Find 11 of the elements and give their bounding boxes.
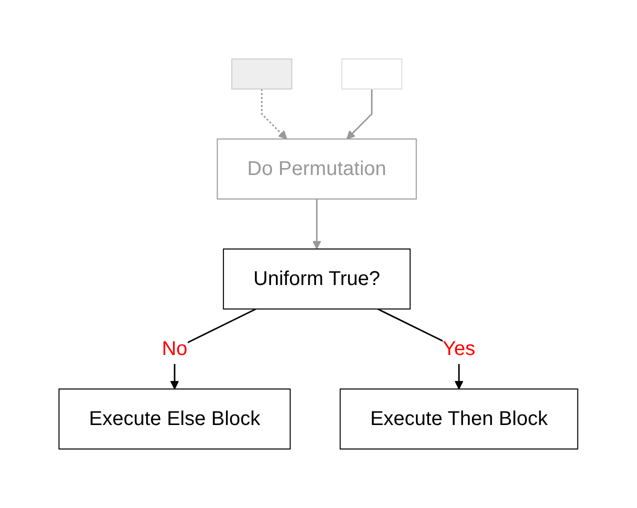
arrow <box>346 89 373 140</box>
node-box <box>341 58 402 90</box>
node-box <box>231 58 292 90</box>
arrow <box>261 89 288 140</box>
node-box: Uniform True? <box>223 248 411 310</box>
node-box: Execute Then Block <box>340 388 578 450</box>
node-box: Do Permutation <box>216 138 417 200</box>
edge-label: Yes <box>442 338 476 360</box>
node-box: Execute Else Block <box>58 388 291 450</box>
edge-label: No <box>162 338 188 360</box>
arrow <box>312 199 322 250</box>
